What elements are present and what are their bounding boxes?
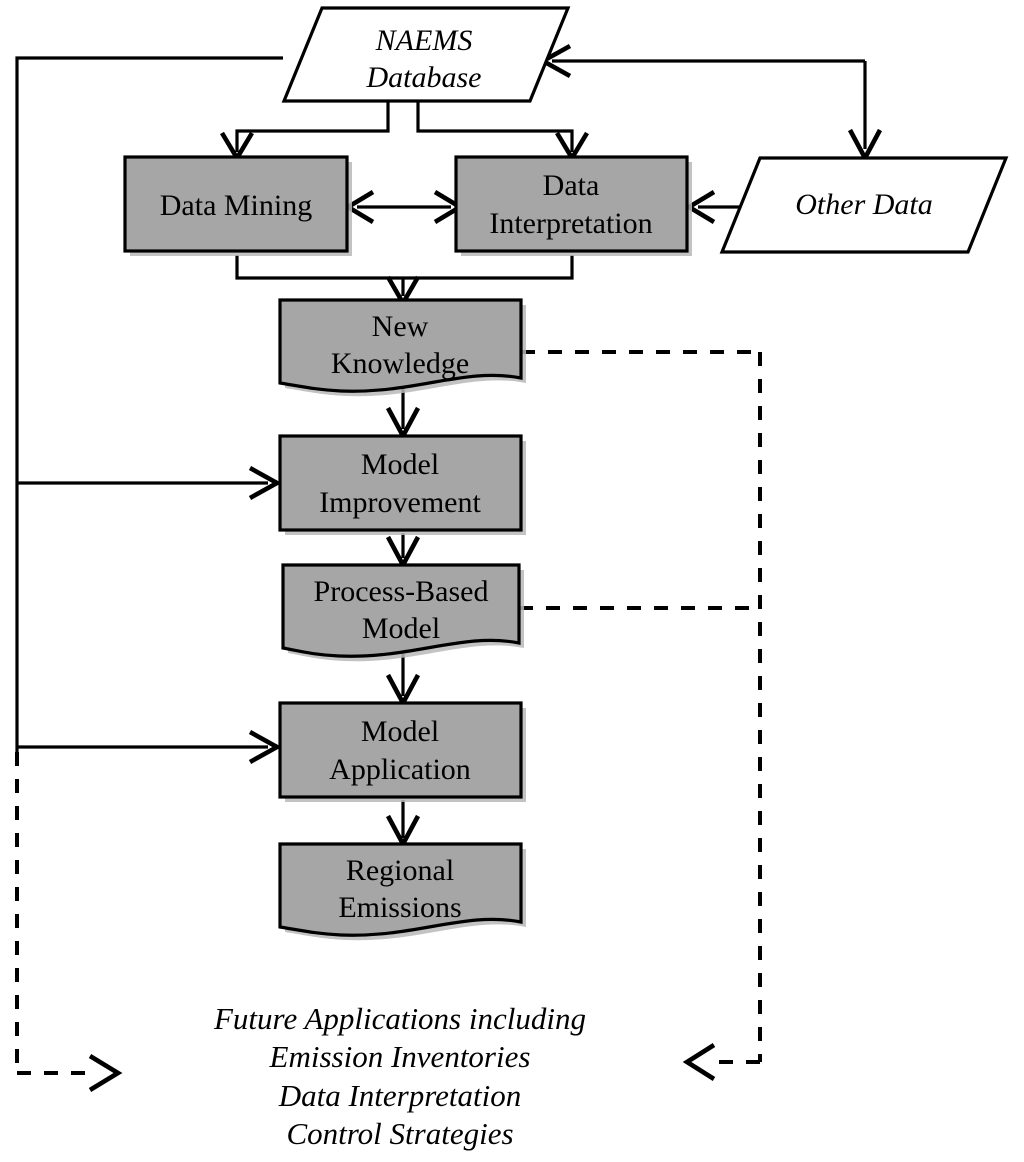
node-process-based-model[interactable]: Process-Based Model	[281, 563, 524, 662]
caption-line-1: Future Applications including	[213, 1001, 586, 1036]
regional-emissions-label-line1: Regional	[346, 854, 454, 887]
edge-naems-left-feedback-loop	[15, 56, 283, 765]
edge-mining-interpretation-to-new-knowledge	[235, 255, 574, 308]
node-model-application[interactable]: Model Application	[278, 701, 526, 802]
model-improvement-label-line2: Improvement	[319, 486, 481, 519]
model-improvement-label-line1: Model	[361, 448, 439, 481]
edge-right-loop-to-other-data	[847, 61, 883, 163]
process-based-model-label-line2: Model	[362, 612, 440, 645]
node-data-interpretation[interactable]: Data Interpretation	[454, 155, 692, 256]
node-naems-database[interactable]: NAEMS Database	[281, 6, 571, 103]
caption-line-3: Data Interpretation	[278, 1078, 522, 1113]
model-application-label-line2: Application	[329, 753, 471, 786]
new-knowledge-label-line2: Knowledge	[331, 347, 469, 380]
data-mining-label: Data Mining	[160, 189, 312, 222]
node-data-mining[interactable]: Data Mining	[123, 155, 352, 256]
edge-left-dashed-to-future-applications	[15, 752, 123, 1092]
node-regional-emissions[interactable]: Regional Emissions	[278, 842, 526, 941]
model-application-label-line1: Model	[361, 715, 439, 748]
node-other-data[interactable]: Other Data	[719, 156, 1009, 254]
process-based-model-label-line1: Process-Based	[314, 575, 489, 608]
edge-right-loop-to-naems	[538, 43, 865, 79]
naems-database-label-line1: NAEMS	[375, 24, 473, 57]
new-knowledge-label-line1: New	[372, 310, 429, 343]
edge-data-mining-data-interpretation	[343, 190, 465, 224]
naems-database-label-line2: Database	[366, 61, 482, 94]
regional-emissions-label-line2: Emissions	[338, 891, 461, 924]
edge-new-knowledge-dashed-right	[521, 350, 762, 1062]
edge-naems-to-data-mining	[220, 101, 390, 163]
node-model-improvement[interactable]: Model Improvement	[278, 434, 526, 535]
edge-model-improvement-to-process-model	[385, 533, 421, 570]
caption-line-2: Emission Inventories	[269, 1039, 531, 1074]
edge-naems-to-data-interpretation	[416, 101, 589, 163]
data-interpretation-label-line1: Data	[543, 169, 600, 202]
node-new-knowledge[interactable]: New Knowledge	[278, 298, 526, 397]
future-applications-caption: Future Applications including Emission I…	[213, 1001, 586, 1151]
data-interpretation-label-line2: Interpretation	[489, 207, 652, 240]
edge-model-application-to-regional-emissions	[385, 800, 421, 849]
edge-dashed-to-future-applications-right	[682, 1043, 760, 1081]
other-data-label: Other Data	[795, 188, 933, 221]
caption-line-4: Control Strategies	[286, 1116, 513, 1151]
